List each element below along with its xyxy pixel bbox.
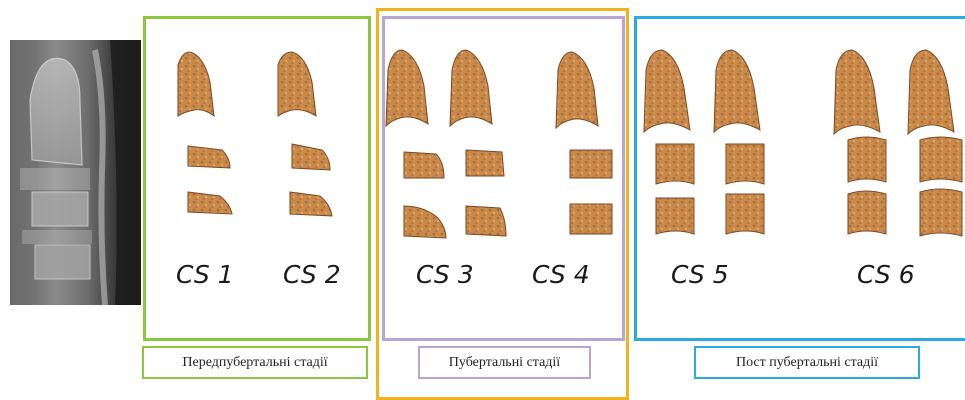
pubertal-caption: Пубертальні стадії <box>418 346 591 379</box>
xray-graphic <box>10 40 141 305</box>
postpubertal-frame <box>634 16 965 341</box>
stage-label-cs1: CS 1 <box>176 262 234 287</box>
stage-label-cs2: CS 2 <box>283 262 341 287</box>
stage-label-cs4: CS 4 <box>532 262 590 287</box>
postpubertal-caption: Пост пубертальні стадії <box>694 346 920 379</box>
pubertal-frame <box>382 16 625 341</box>
prepubertal-frame <box>143 16 371 341</box>
prepubertal-caption: Передпубертальні стадії <box>142 346 368 379</box>
stage-label-cs3: CS 3 <box>416 262 474 287</box>
stage-label-cs6: CS 6 <box>857 262 915 287</box>
stage-label-cs5: CS 5 <box>671 262 729 287</box>
cervical-xray-image <box>10 40 141 305</box>
